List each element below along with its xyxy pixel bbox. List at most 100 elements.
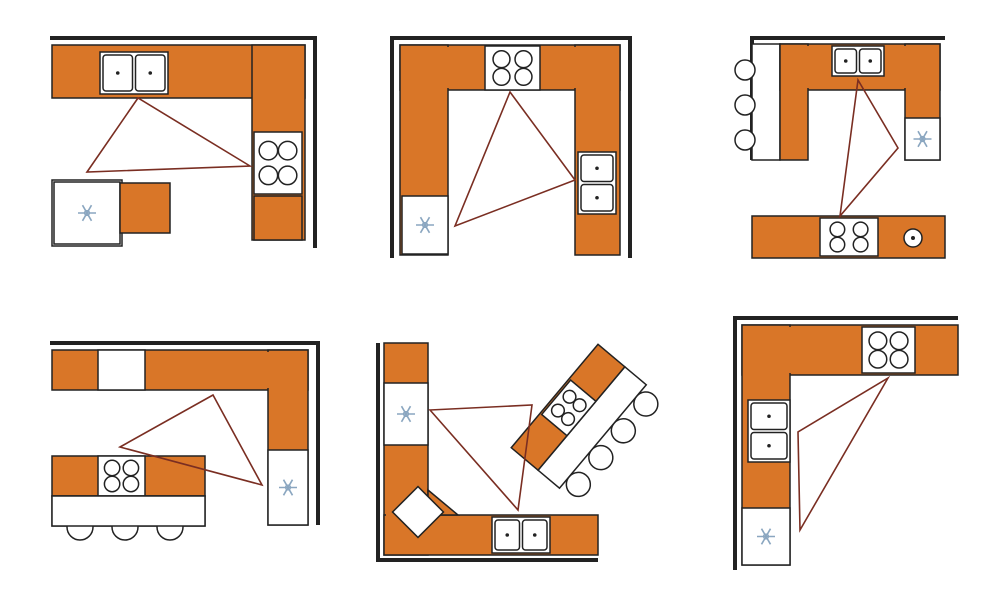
layout-g-shape-with-island-left xyxy=(50,36,317,248)
cooktop-frame xyxy=(540,378,597,437)
snowflake-arm xyxy=(400,405,412,423)
sink-drain xyxy=(595,166,599,171)
sink-drain xyxy=(767,443,771,448)
cooktop-frame xyxy=(253,131,303,195)
work-triangle xyxy=(428,404,533,512)
cooktop-frame xyxy=(97,455,146,497)
burner xyxy=(492,49,511,69)
cooktop-icon xyxy=(540,378,597,437)
burner xyxy=(560,411,576,427)
burner xyxy=(829,221,846,238)
burner xyxy=(572,398,587,413)
refrigerator-snowflake-icon xyxy=(913,130,932,148)
sink-drain xyxy=(595,195,599,200)
layout-u-shape-with-island xyxy=(734,36,946,259)
burner xyxy=(852,236,869,253)
wall xyxy=(733,316,958,570)
cooktop-icon xyxy=(819,217,879,257)
refrigerator xyxy=(904,117,941,161)
cooktop-frame xyxy=(819,217,879,257)
sink-icon xyxy=(99,51,169,95)
refrigerator xyxy=(267,449,309,526)
burner xyxy=(277,140,298,161)
counter-fill xyxy=(54,352,306,388)
sink-drain xyxy=(843,59,848,63)
sink-icon xyxy=(831,45,885,77)
work-triangle xyxy=(797,375,891,533)
snowflake-arm xyxy=(760,528,772,545)
burner xyxy=(492,67,511,87)
refrigerator xyxy=(383,382,429,446)
counter-fill xyxy=(577,47,618,253)
sink-drain xyxy=(505,533,510,537)
snowflake-arm xyxy=(917,130,928,148)
refrigerator-body xyxy=(383,382,429,446)
burner xyxy=(889,331,909,351)
cooktop-icon xyxy=(861,326,916,374)
sink-drain xyxy=(868,59,873,63)
snowflake-arm xyxy=(419,216,431,234)
stool-icon xyxy=(734,129,756,151)
work-triangle xyxy=(85,96,253,173)
sink-icon xyxy=(747,399,791,463)
corner-sink xyxy=(391,485,445,539)
sink-drain xyxy=(911,236,915,240)
layout-l-shape xyxy=(733,316,959,570)
cooktop-frame xyxy=(861,326,916,374)
burner xyxy=(868,349,888,369)
cooktop-frame xyxy=(484,45,541,91)
burner xyxy=(514,67,533,87)
refrigerator xyxy=(53,181,121,245)
snowflake-arm xyxy=(282,479,294,496)
wall xyxy=(50,36,317,248)
counter-fill xyxy=(907,46,938,116)
refrigerator-snowflake-icon xyxy=(78,204,96,222)
refrigerator xyxy=(741,507,791,566)
burner xyxy=(277,165,298,186)
sink-drain xyxy=(532,533,537,537)
burner xyxy=(868,331,888,351)
cooktop-icon xyxy=(253,131,303,195)
refrigerator xyxy=(401,195,449,255)
work-triangle xyxy=(838,77,899,219)
burner xyxy=(889,349,909,369)
corner-sink-icon xyxy=(391,485,445,539)
stool-icon xyxy=(734,94,756,116)
snowflake-center xyxy=(421,221,429,229)
snowflake-arm xyxy=(81,204,93,222)
cooktop-icon xyxy=(97,455,146,497)
burner xyxy=(852,221,869,238)
snowflake-center xyxy=(284,484,292,491)
refrigerator-snowflake-icon xyxy=(416,216,434,234)
sink-drain xyxy=(115,71,120,75)
wall xyxy=(50,341,320,525)
sink-drain xyxy=(148,71,153,75)
layout-l-shape-with-island xyxy=(50,341,320,541)
layout-l-shape-with-angled-peninsula xyxy=(376,342,659,562)
sink-icon xyxy=(491,516,551,554)
dishwasher xyxy=(97,349,146,391)
burner xyxy=(514,49,533,69)
sink-icon xyxy=(577,151,617,215)
burner xyxy=(122,459,140,477)
layout-u-shape xyxy=(390,36,632,258)
breakfast-bar xyxy=(751,43,781,161)
counter xyxy=(253,195,303,241)
work-triangle xyxy=(453,90,577,228)
snowflake-center xyxy=(762,533,770,540)
wall xyxy=(376,343,598,562)
breakfast-bar xyxy=(51,495,206,527)
burner xyxy=(829,236,846,253)
refrigerator-snowflake-icon xyxy=(279,479,297,496)
burner xyxy=(258,140,279,161)
snowflake-center xyxy=(919,135,926,143)
burner xyxy=(103,459,121,477)
work-triangle xyxy=(117,393,264,487)
refrigerator-snowflake-icon xyxy=(397,405,415,423)
counter-fill xyxy=(782,46,806,158)
refrigerator-snowflake-icon xyxy=(757,528,775,545)
stool-icon xyxy=(734,59,756,81)
burner xyxy=(122,475,140,493)
snowflake-center xyxy=(402,410,410,418)
